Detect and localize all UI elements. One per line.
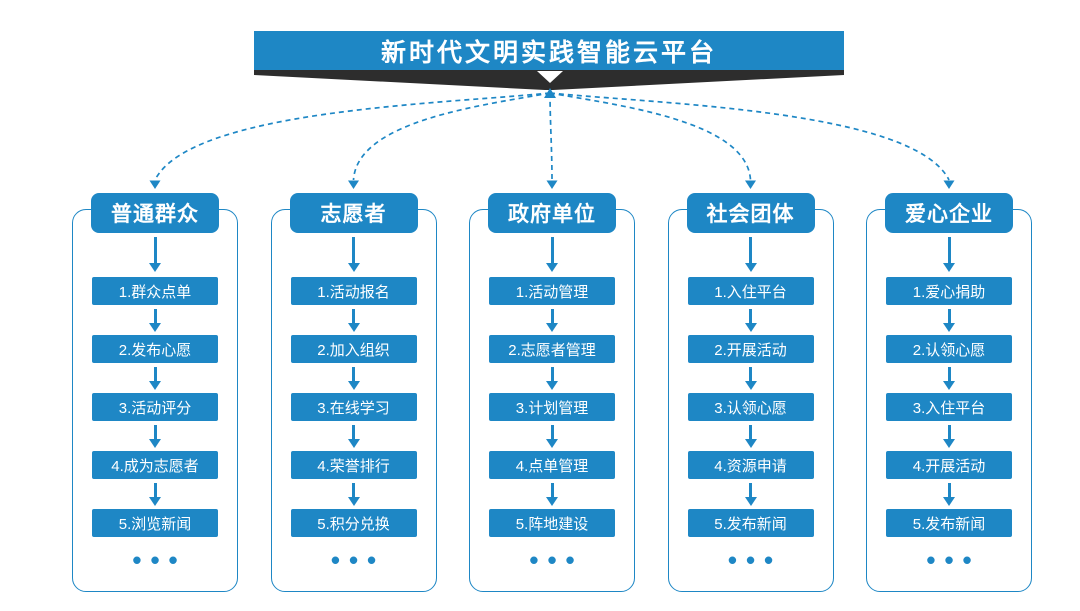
connector-to-column-2 bbox=[352, 92, 551, 181]
flow-step: 3.在线学习 bbox=[290, 393, 417, 421]
arrow-down-icon bbox=[153, 483, 157, 497]
arrow-down-icon bbox=[352, 425, 355, 439]
connector-lines bbox=[149, 88, 955, 189]
flow-step: 3.入住平台 bbox=[886, 393, 1012, 421]
column-header: 社会团体 bbox=[686, 193, 815, 233]
column-social-organizations: 社会团体 1.入住平台 2.开展活动 3.认领心愿 4.资源申请 5.发布新闻 … bbox=[667, 193, 834, 592]
flow-step: 5.发布新闻 bbox=[687, 509, 814, 537]
arrow-down-icon bbox=[153, 309, 157, 323]
flow-step: 1.活动报名 bbox=[290, 277, 417, 305]
arrow-down-icon bbox=[352, 237, 355, 263]
ellipsis: ••• bbox=[727, 545, 783, 575]
column-general-public: 普通群众 1.群众点单 2.发布心愿 3.活动评分 4.成为志愿者 5.浏览新闻… bbox=[72, 193, 238, 592]
arrowhead-column-3 bbox=[546, 180, 558, 189]
arrow-down-icon bbox=[153, 425, 157, 439]
platform-banner: 新时代文明实践智能云平台 bbox=[254, 31, 844, 92]
flow-step: 5.发布新闻 bbox=[886, 509, 1012, 537]
arrow-down-icon bbox=[749, 237, 752, 263]
flow-step: 4.资源申请 bbox=[687, 451, 814, 479]
arrow-down-icon bbox=[749, 367, 752, 381]
flow-step: 3.认领心愿 bbox=[687, 393, 814, 421]
arrow-down-icon bbox=[947, 483, 951, 497]
flow-step: 5.阵地建设 bbox=[489, 509, 615, 537]
arrow-down-icon bbox=[550, 483, 554, 497]
flow-step: 1.群众点单 bbox=[92, 277, 218, 305]
arrow-down-icon bbox=[153, 367, 157, 381]
arrow-down-icon bbox=[352, 367, 355, 381]
arrowhead-column-5 bbox=[943, 180, 955, 189]
flow-step: 4.荣誉排行 bbox=[290, 451, 417, 479]
flow-step: 1.爱心捐助 bbox=[886, 277, 1012, 305]
ellipsis: ••• bbox=[330, 545, 386, 575]
arrow-down-icon bbox=[947, 425, 951, 439]
flow-step: 2.志愿者管理 bbox=[489, 335, 615, 363]
arrowhead-column-1 bbox=[149, 180, 161, 189]
flow-step: 2.加入组织 bbox=[290, 335, 417, 363]
flow-step: 2.开展活动 bbox=[687, 335, 814, 363]
down-arrow-icon bbox=[537, 71, 563, 83]
arrowhead-column-2 bbox=[348, 180, 359, 189]
column-charity-enterprises: 爱心企业 1.爱心捐助 2.认领心愿 3.入住平台 4.开展活动 5.发布新闻 … bbox=[866, 193, 1032, 592]
column-header: 志愿者 bbox=[289, 193, 418, 233]
arrowhead-column-4 bbox=[745, 180, 756, 189]
flow-step: 3.计划管理 bbox=[489, 393, 615, 421]
arrow-down-icon bbox=[550, 367, 554, 381]
arrow-down-icon bbox=[352, 309, 355, 323]
flow-step: 3.活动评分 bbox=[92, 393, 218, 421]
arrow-down-icon bbox=[352, 483, 355, 497]
arrow-down-icon bbox=[947, 367, 951, 381]
arrow-down-icon bbox=[947, 309, 951, 323]
arrow-down-icon bbox=[153, 237, 157, 263]
role-columns: 普通群众 1.群众点单 2.发布心愿 3.活动评分 4.成为志愿者 5.浏览新闻… bbox=[72, 193, 1032, 592]
column-header: 普通群众 bbox=[91, 193, 219, 233]
arrow-down-icon bbox=[749, 425, 752, 439]
arrow-down-icon bbox=[550, 237, 554, 263]
flow-step: 1.活动管理 bbox=[489, 277, 615, 305]
column-header: 爱心企业 bbox=[885, 193, 1013, 233]
column-volunteers: 志愿者 1.活动报名 2.加入组织 3.在线学习 4.荣誉排行 5.积分兑换 •… bbox=[270, 193, 437, 592]
arrow-down-icon bbox=[947, 237, 951, 263]
banner-ribbon-tail bbox=[254, 70, 844, 90]
flow-step: 4.开展活动 bbox=[886, 451, 1012, 479]
ellipsis: ••• bbox=[529, 545, 584, 575]
flow-step: 5.浏览新闻 bbox=[92, 509, 218, 537]
column-header: 政府单位 bbox=[488, 193, 616, 233]
arrow-down-icon bbox=[749, 483, 752, 497]
connector-to-column-4 bbox=[549, 92, 752, 181]
connector-to-column-1 bbox=[154, 92, 551, 181]
flow-step: 2.发布心愿 bbox=[92, 335, 218, 363]
flow-step: 5.积分兑换 bbox=[290, 509, 417, 537]
platform-title: 新时代文明实践智能云平台 bbox=[380, 38, 717, 67]
flow-step: 4.成为志愿者 bbox=[92, 451, 218, 479]
connector-to-column-3 bbox=[549, 92, 553, 181]
platform-banner-bar: 新时代文明实践智能云平台 bbox=[254, 31, 844, 70]
column-government-units: 政府单位 1.活动管理 2.志愿者管理 3.计划管理 4.点单管理 5.阵地建设… bbox=[469, 193, 635, 592]
arrow-down-icon bbox=[749, 309, 752, 323]
ellipsis: ••• bbox=[926, 545, 981, 575]
ellipsis: ••• bbox=[132, 545, 187, 575]
flow-step: 2.认领心愿 bbox=[886, 335, 1012, 363]
arrow-down-icon bbox=[550, 309, 554, 323]
connector-to-column-5 bbox=[549, 92, 950, 181]
flow-step: 4.点单管理 bbox=[489, 451, 615, 479]
flow-step: 1.入住平台 bbox=[687, 277, 814, 305]
arrow-down-icon bbox=[550, 425, 554, 439]
